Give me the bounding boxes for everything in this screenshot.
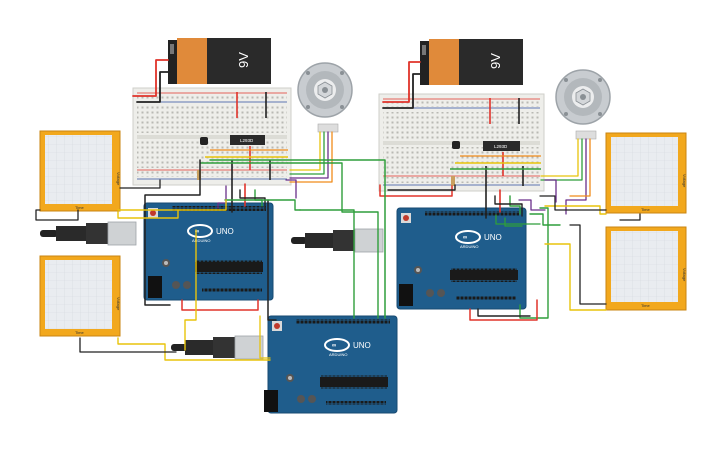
breadboard-left[interactable]: L293D — [132, 87, 292, 186]
battery-right[interactable]: 9V — [420, 39, 523, 85]
oscilloscope-left-bottom[interactable]: Voltage Time — [39, 255, 121, 337]
oscilloscope-right-top[interactable]: Voltage Time — [605, 132, 687, 214]
dc-motor-right[interactable] — [555, 69, 611, 140]
svg-text:∞: ∞ — [332, 343, 336, 349]
arduino-bottom[interactable]: ∞ UNO ARDUINO — [264, 315, 398, 414]
arduino-brand: ARDUINO — [329, 352, 347, 357]
wires — [35, 59, 641, 361]
usb-cable-mid — [291, 228, 384, 253]
scope-y-label: Voltage — [116, 172, 121, 186]
oscilloscope-right-bottom[interactable]: Voltage Time — [605, 226, 687, 311]
l293d-chip[interactable] — [483, 141, 520, 151]
scope-x-label: Time — [75, 330, 85, 335]
arduino-brand: ARDUINO — [192, 238, 210, 243]
battery-label: 9V — [236, 52, 251, 68]
usb-cable-left — [40, 221, 137, 246]
chip-label: L293D — [240, 138, 254, 143]
dc-motor-left[interactable] — [297, 62, 353, 133]
l293d-chip[interactable] — [230, 135, 265, 145]
scope-x-label: Time — [641, 303, 651, 308]
scope-x-label: Time — [641, 207, 651, 212]
arduino-right[interactable]: ∞ UNO ARDUINO — [396, 207, 527, 310]
scope-y-label: Voltage — [682, 268, 687, 282]
oscilloscope-left-top[interactable]: Voltage Time — [39, 130, 121, 212]
usb-cable-bottom — [171, 335, 264, 360]
scope-x-label: Time — [75, 205, 85, 210]
breadboard-right[interactable]: L293D — [378, 93, 545, 192]
arduino-left[interactable]: ∞ UNO ARDUINO — [143, 202, 274, 301]
arduino-logo: UNO — [353, 341, 371, 350]
arduino-logo: UNO — [216, 227, 234, 236]
arduino-logo: UNO — [484, 233, 502, 242]
svg-text:∞: ∞ — [463, 235, 467, 241]
battery-left[interactable]: 9V — [168, 38, 271, 84]
scope-y-label: Voltage — [682, 174, 687, 188]
arduino-brand: ARDUINO — [460, 244, 478, 249]
scope-y-label: Voltage — [116, 297, 121, 311]
chip-label: L293D — [494, 144, 508, 149]
battery-label: 9V — [488, 53, 503, 69]
svg-text:∞: ∞ — [195, 229, 199, 235]
